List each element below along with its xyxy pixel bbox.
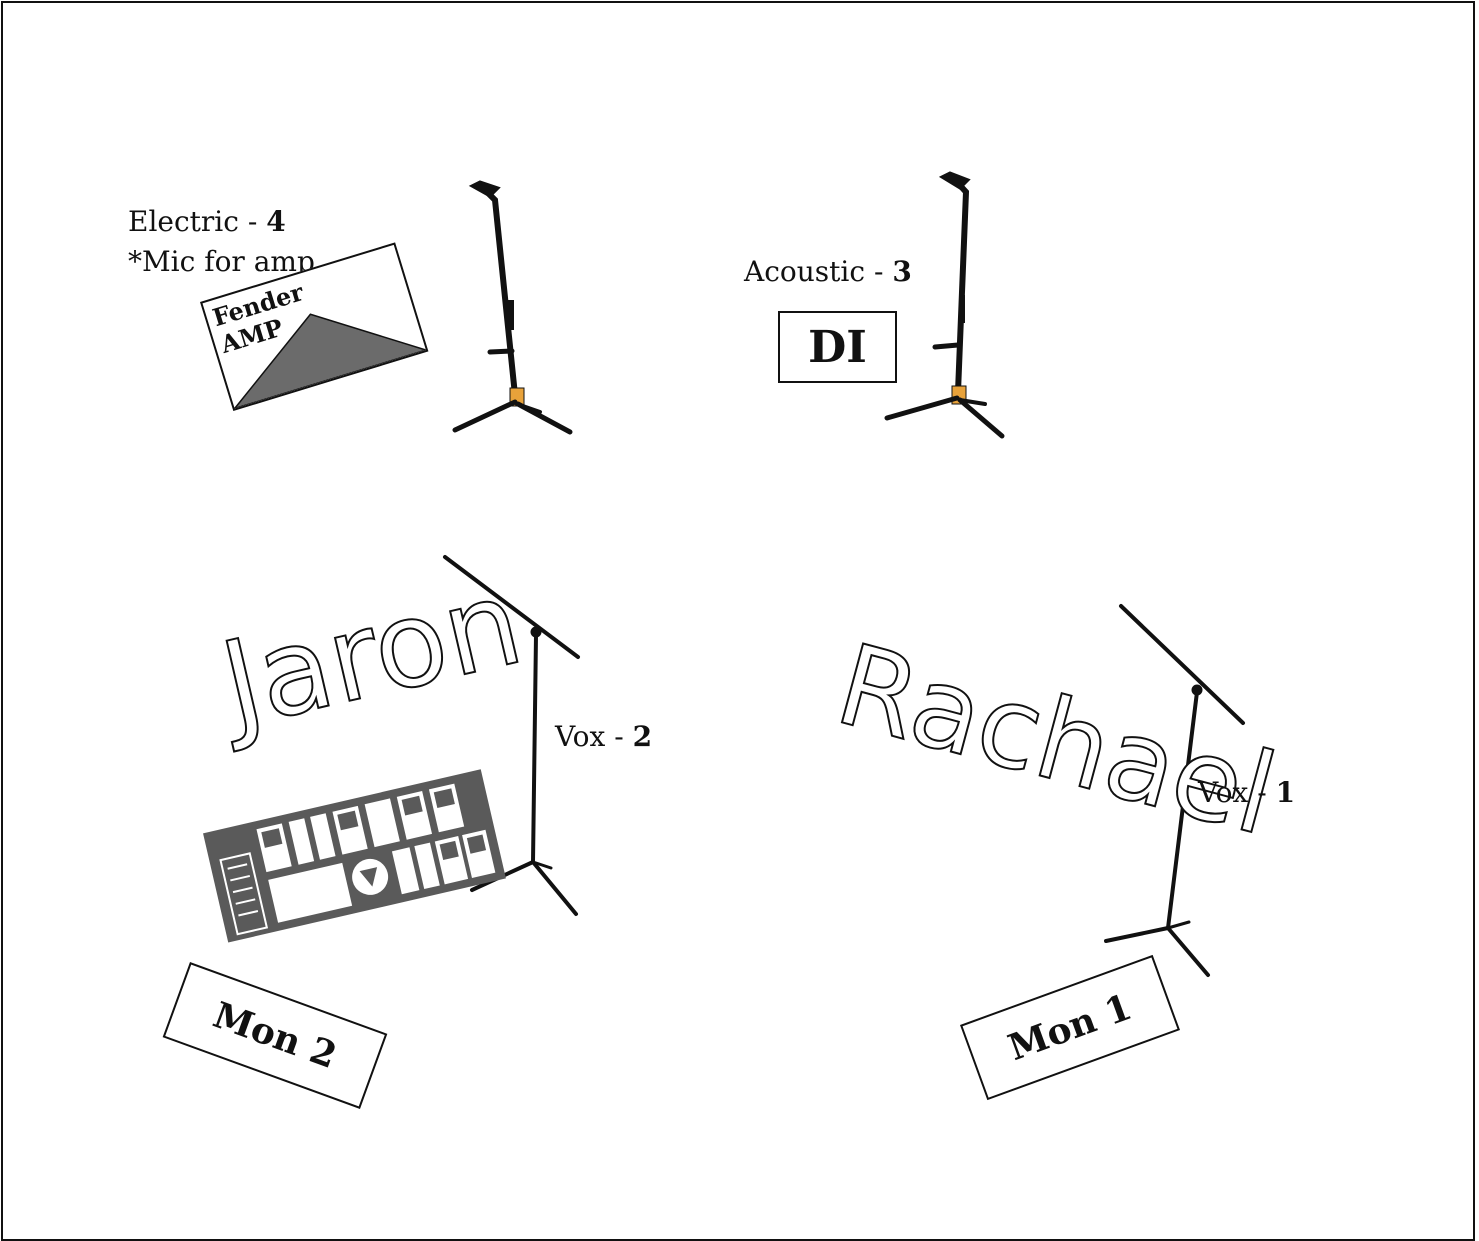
vox-1-label: Vox - 1 [1198, 773, 1295, 813]
vox-1-channel-number: 1 [1276, 776, 1295, 809]
guitar-stand-icon [455, 182, 570, 432]
vox-2-channel-number: 2 [633, 720, 652, 753]
guitar-stand-icon [887, 173, 1002, 436]
vox-2-label: Vox - 2 [555, 717, 652, 757]
pedalboard-icon [203, 769, 506, 942]
vox-1-text: Vox - [1198, 776, 1276, 809]
vox-2-text: Vox - [555, 720, 633, 753]
